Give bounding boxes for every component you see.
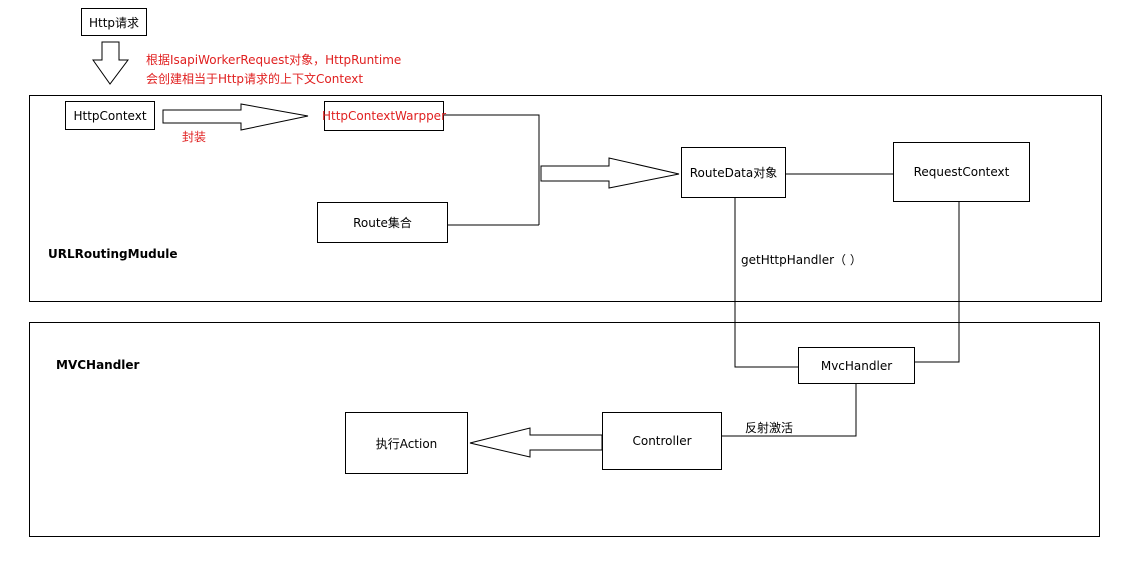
http-request-node: Http请求 — [81, 8, 147, 36]
http-context-wrapper-node: HttpContextWarpper — [322, 101, 446, 131]
mvc-handler-node: MvcHandler — [798, 347, 915, 384]
annotation-line-2: 会创建相当于Http请求的上下文Context — [146, 72, 364, 86]
route-data-node: RouteData对象 — [681, 147, 786, 198]
http-context-label: HttpContext — [73, 108, 147, 123]
route-collection-label: Route集合 — [353, 216, 412, 230]
mvc-handler-region-title: MVCHandler — [56, 358, 140, 372]
down-arrow — [92, 41, 129, 85]
controller-label: Controller — [632, 434, 692, 448]
get-http-handler-label: getHttpHandler（ ） — [741, 253, 862, 267]
http-request-label: Http请求 — [88, 15, 140, 30]
route-data-label: RouteData对象 — [689, 166, 778, 180]
mvc-handler-region — [29, 322, 1100, 537]
request-context-node: RequestContext — [893, 142, 1030, 202]
wrap-label: 封装 — [182, 130, 207, 144]
http-context-node: HttpContext — [65, 101, 155, 130]
url-routing-module-region — [29, 95, 1102, 302]
execute-action-node: 执行Action — [345, 412, 468, 474]
annotation-line-1: 根据IsapiWorkerRequest对象，HttpRuntime — [146, 53, 402, 67]
reflect-activate-label: 反射激活 — [745, 421, 794, 435]
url-routing-region-title: URLRoutingMudule — [48, 247, 178, 261]
execute-action-label: 执行Action — [375, 436, 438, 451]
request-context-label: RequestContext — [913, 165, 1010, 179]
mvc-handler-label: MvcHandler — [820, 358, 893, 373]
route-collection-node: Route集合 — [317, 202, 448, 243]
controller-node: Controller — [602, 412, 722, 470]
http-context-wrapper-label: HttpContextWarpper — [322, 109, 446, 123]
